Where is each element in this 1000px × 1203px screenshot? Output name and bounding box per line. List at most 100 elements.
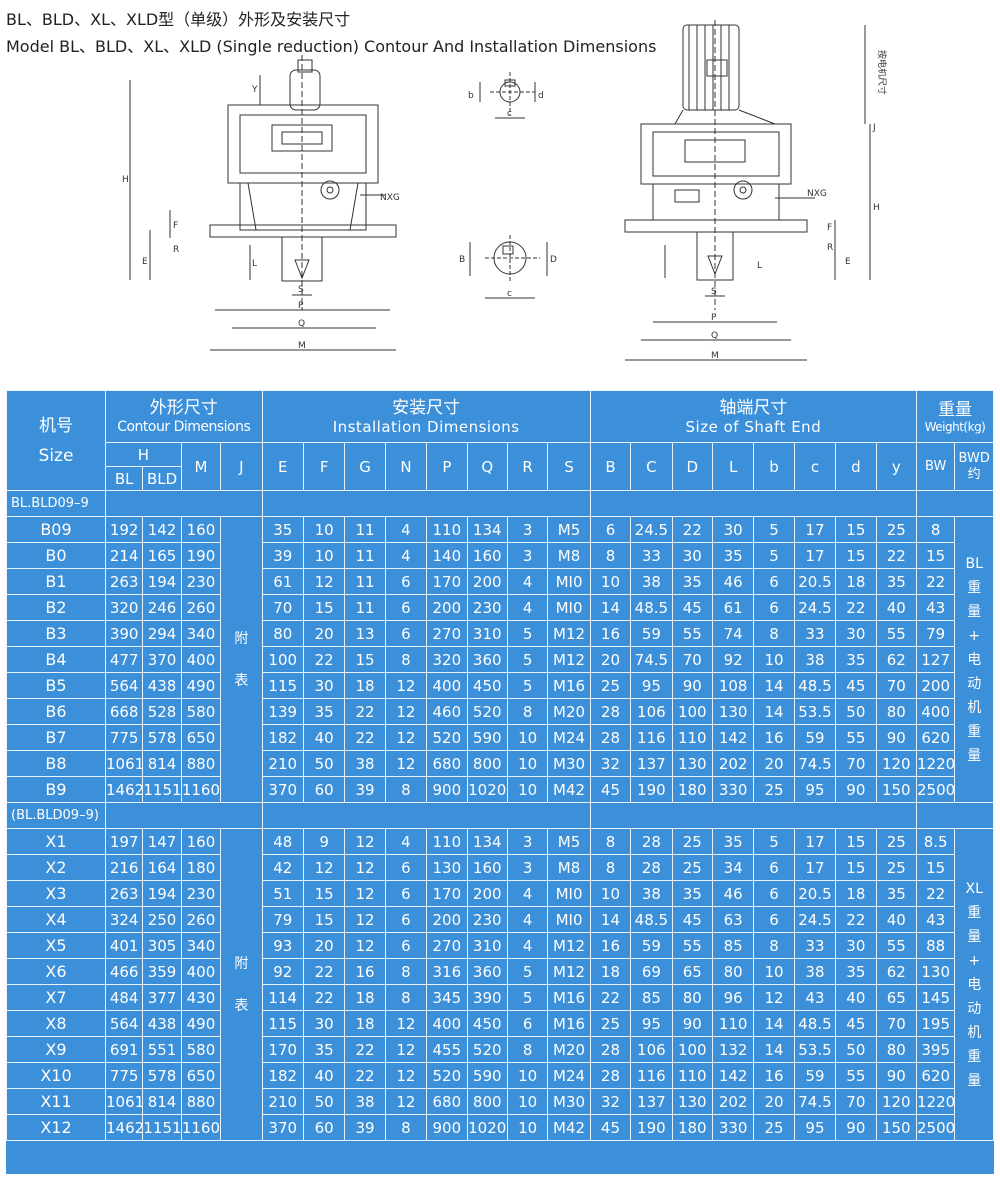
- value-cell: 10: [506, 750, 549, 777]
- value-cell: 8: [384, 776, 428, 803]
- dim-label-NXG-right: NXG: [807, 189, 827, 199]
- value-cell: 520: [426, 724, 468, 751]
- value-cell: 11: [344, 516, 386, 543]
- dim-label-J: J: [872, 123, 876, 133]
- value-cell: 5: [506, 958, 549, 985]
- value-cell: 38: [630, 568, 673, 595]
- value-cell: 880: [180, 750, 222, 777]
- value-cell: 59: [630, 932, 673, 959]
- value-cell: 305: [142, 932, 182, 959]
- value-cell: 43: [915, 594, 956, 621]
- dim-label-NXG: NXG: [380, 193, 400, 203]
- value-cell: 39: [344, 1114, 386, 1141]
- dim-label-H: H: [122, 175, 129, 185]
- j-note-cell: 附表: [220, 828, 263, 1141]
- header-install-en: Installation Dimensions: [332, 417, 520, 436]
- value-cell: 33: [793, 620, 837, 647]
- value-cell: 147: [142, 828, 182, 855]
- value-cell: 200: [466, 568, 508, 595]
- header-contour: 外形尺寸 Contour Dimensions: [104, 390, 263, 443]
- value-cell: 1462: [104, 1114, 144, 1141]
- value-cell: 564: [104, 1010, 144, 1037]
- value-cell: 490: [180, 1010, 222, 1037]
- dim-label-M-right: M: [711, 351, 719, 361]
- value-cell: 400: [426, 1010, 468, 1037]
- value-cell: 15: [835, 828, 877, 855]
- value-cell: 22: [835, 594, 877, 621]
- weight-note-char: 动: [967, 675, 982, 692]
- header-weight-en: Weight(kg): [924, 419, 986, 434]
- dim-label-Q: Q: [298, 319, 305, 329]
- header-shaft: 轴端尺寸 Size of Shaft End: [589, 390, 918, 443]
- value-cell: 450: [466, 1010, 508, 1037]
- value-cell: 18: [344, 1010, 386, 1037]
- value-cell: 80: [711, 958, 755, 985]
- value-cell: 5: [753, 516, 795, 543]
- header-weight: 重量 Weight(kg): [916, 390, 994, 443]
- size-cell: X10: [6, 1062, 106, 1089]
- weight-note-char: 量: [967, 747, 982, 764]
- value-cell: 260: [180, 594, 222, 621]
- value-cell: 650: [180, 724, 222, 751]
- value-cell: 59: [793, 724, 837, 751]
- value-cell: 38: [630, 880, 673, 907]
- value-cell: 1220: [915, 750, 956, 777]
- value-cell: 14: [753, 1036, 795, 1063]
- value-cell: M16: [547, 672, 591, 699]
- value-cell: 180: [671, 1114, 713, 1141]
- value-cell: 3: [506, 828, 549, 855]
- value-cell: 680: [426, 750, 468, 777]
- value-cell: 12: [302, 854, 346, 881]
- value-cell: 110: [711, 1010, 755, 1037]
- value-cell: 40: [302, 724, 346, 751]
- value-cell: 12: [384, 1036, 428, 1063]
- value-cell: 263: [104, 880, 144, 907]
- size-cell: B8: [6, 750, 106, 777]
- header-BWD: BWD 约: [954, 442, 994, 491]
- value-cell: 16: [589, 932, 632, 959]
- value-cell: M20: [547, 698, 591, 725]
- value-cell: 12: [344, 854, 386, 881]
- value-cell: 370: [261, 776, 304, 803]
- value-cell: M8: [547, 542, 591, 569]
- header-BWD-label: BWD: [958, 450, 990, 466]
- value-cell: 6: [753, 854, 795, 881]
- value-cell: 316: [426, 958, 468, 985]
- value-cell: 180: [180, 854, 222, 881]
- dim-label-F: F: [173, 221, 178, 231]
- value-cell: 95: [793, 776, 837, 803]
- value-cell: 48.5: [630, 906, 673, 933]
- weight-note-char: 重: [967, 904, 982, 921]
- size-cell: X5: [6, 932, 106, 959]
- value-cell: 20.5: [793, 880, 837, 907]
- value-cell: 22: [344, 698, 386, 725]
- value-cell: 30: [711, 516, 755, 543]
- value-cell: 8: [589, 828, 632, 855]
- value-cell: 580: [180, 698, 222, 725]
- value-cell: 35: [671, 568, 713, 595]
- value-cell: 390: [104, 620, 144, 647]
- value-cell: 110: [426, 828, 468, 855]
- value-cell: 96: [711, 984, 755, 1011]
- size-cell: B6: [6, 698, 106, 725]
- value-cell: 30: [302, 672, 346, 699]
- value-cell: 3: [506, 542, 549, 569]
- dim-label-Y: Y: [251, 85, 258, 95]
- value-cell: 62: [875, 646, 918, 673]
- value-cell: 5: [753, 828, 795, 855]
- dim-label-F-right: F: [827, 223, 832, 233]
- value-cell: M12: [547, 958, 591, 985]
- weight-note-char: +: [968, 952, 981, 969]
- value-cell: 20.5: [793, 568, 837, 595]
- value-cell: 33: [793, 932, 837, 959]
- value-cell: 450: [466, 672, 508, 699]
- value-cell: 46: [711, 880, 755, 907]
- value-cell: 25: [589, 672, 632, 699]
- value-cell: 320: [104, 594, 144, 621]
- value-cell: 110: [671, 724, 713, 751]
